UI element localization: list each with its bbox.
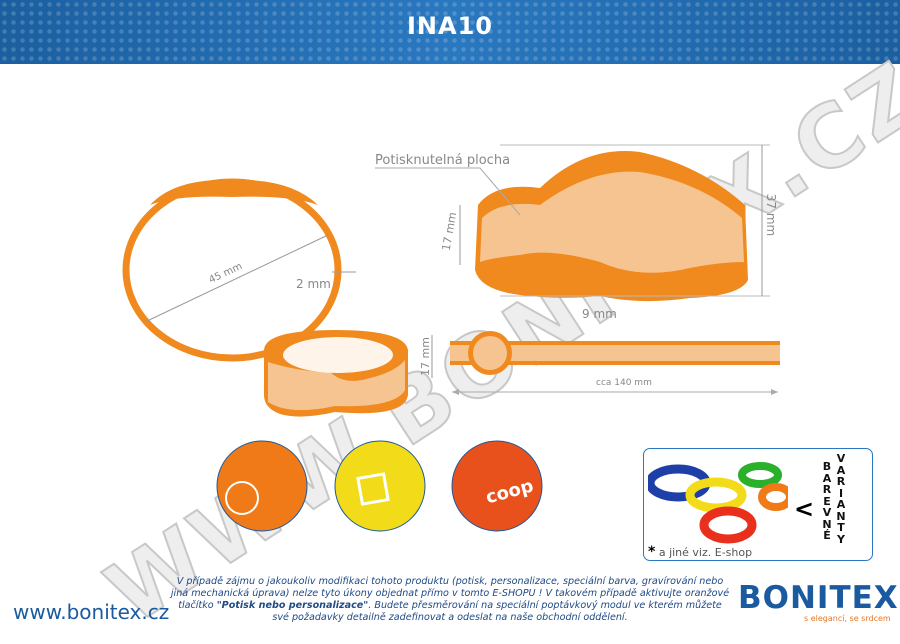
asterisk: *	[648, 544, 656, 560]
info-button-name: "Potisk nebo personalizace"	[216, 600, 369, 611]
printable-face-view	[375, 144, 770, 302]
bracelet-3d-view	[264, 330, 433, 417]
band-height-label: 17 mm	[418, 337, 432, 376]
variant-bracelets-image	[648, 462, 788, 544]
page-title: INA10	[407, 12, 493, 40]
sample-red-coop: coop	[451, 440, 543, 532]
bonitex-logo: BONITEX s elegancí, se srdcem	[738, 580, 899, 623]
thickness-label: 2 mm	[296, 277, 331, 291]
arrow-left-icon: <	[794, 495, 815, 523]
modification-info: V případě zájmu o jakoukoliv modifikaci …	[170, 576, 730, 624]
length-label: cca 140 mm	[596, 378, 652, 388]
info-text-1: V případě zájmu o jakoukoliv modifikaci …	[170, 576, 730, 611]
sample-orange-bonitex	[216, 440, 308, 532]
variants-note: * a jiné viz. E-shop	[648, 544, 752, 560]
bracelet-top-view	[122, 178, 356, 362]
printable-area-label: Potisknutelná plocha	[375, 153, 511, 168]
face-depth-label: 9 mm	[582, 307, 617, 321]
logo-slogan: s elegancí, se srdcem	[804, 614, 891, 623]
sample-yellow-square	[334, 440, 426, 532]
website-link[interactable]: www.bonitex.cz	[13, 600, 170, 624]
flat-band-view	[450, 331, 780, 395]
header-banner: INA10	[0, 0, 900, 64]
logo-text: BONITEX	[738, 580, 899, 616]
variants-note-text: a jiné viz. E-shop	[658, 546, 753, 559]
info-text-2: . Budete přesměrování na speciální poptá…	[272, 600, 722, 623]
face-total-label: 37 mm	[764, 193, 779, 237]
